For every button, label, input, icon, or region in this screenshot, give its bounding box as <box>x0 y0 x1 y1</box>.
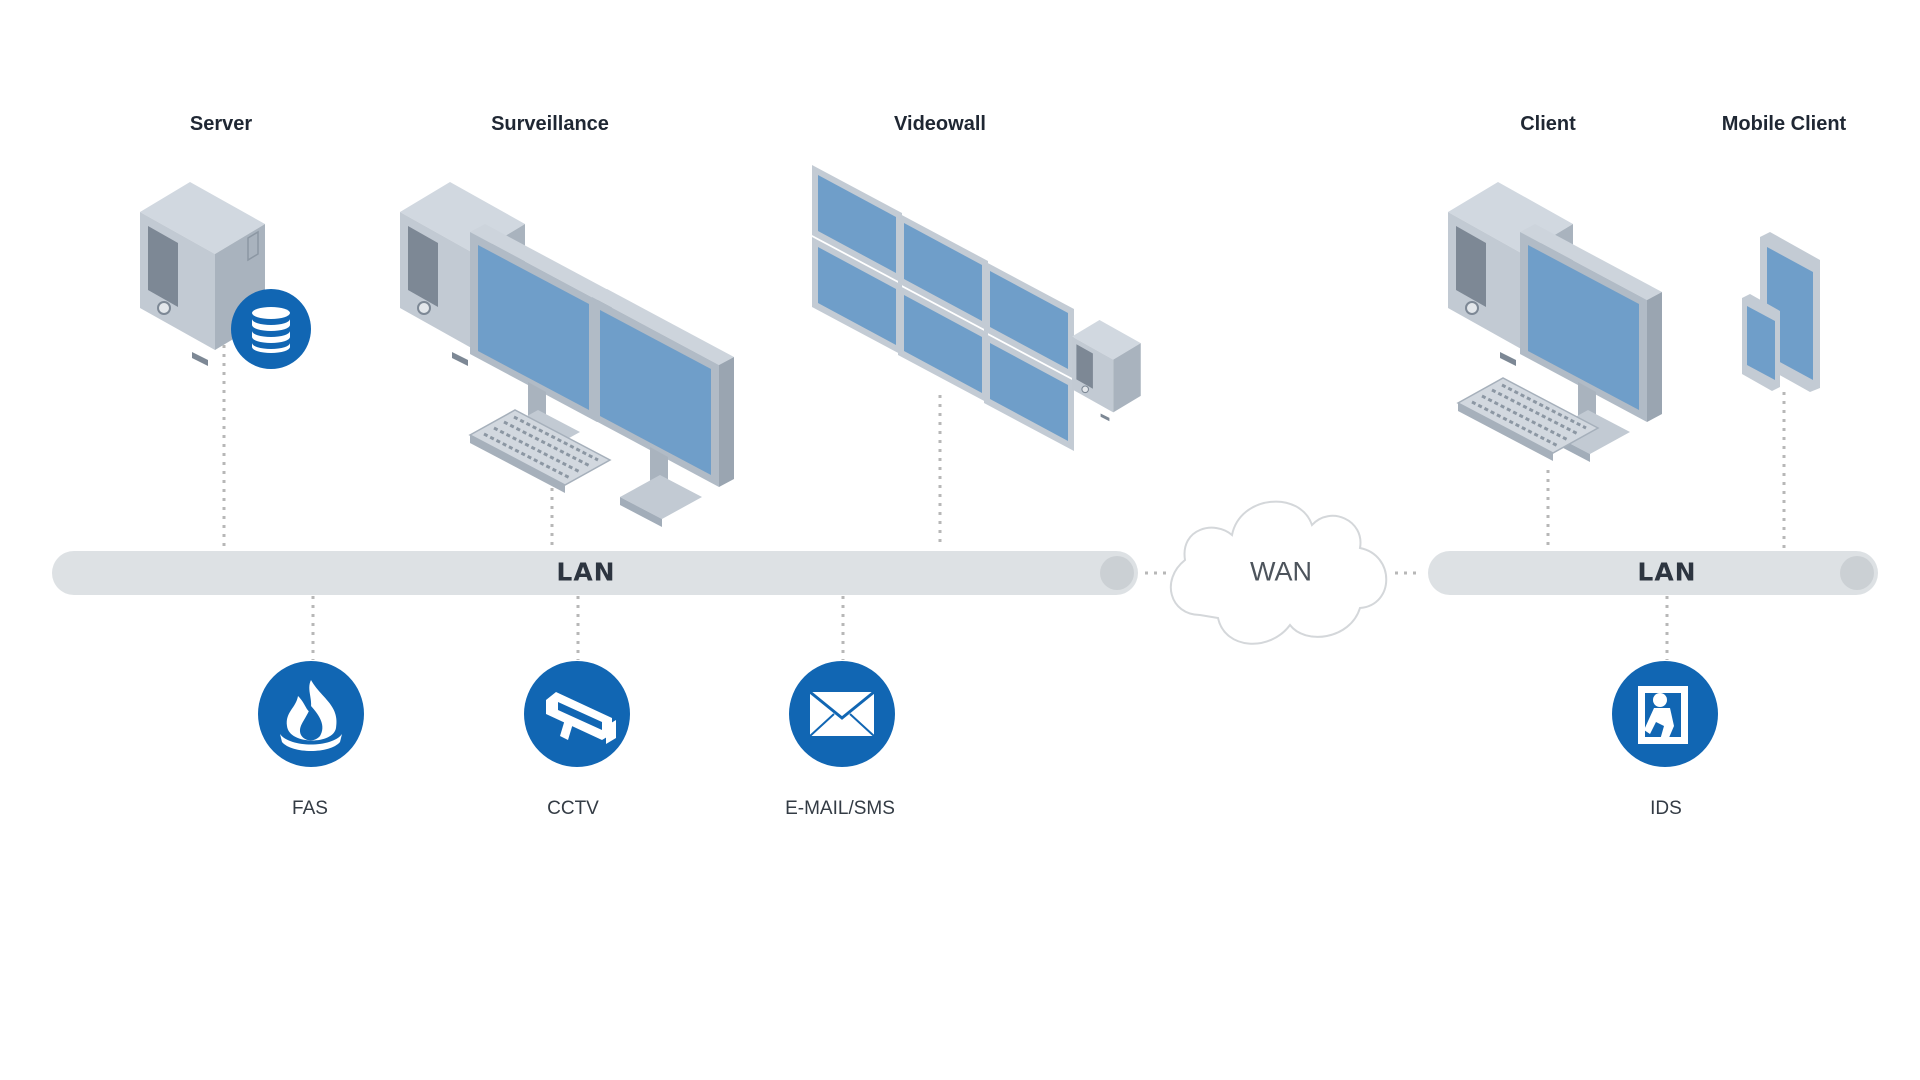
intruder-icon <box>1612 661 1718 767</box>
label-videowall: Videowall <box>894 113 986 135</box>
fire-icon <box>258 661 364 767</box>
envelope-icon <box>789 661 895 767</box>
cctv-camera-icon <box>524 661 630 767</box>
label-email-sms: E-MAIL/SMS <box>785 798 895 819</box>
lan-left-bar <box>52 551 1138 595</box>
label-wan: WAN <box>1250 556 1312 587</box>
client-device <box>1447 181 1662 463</box>
label-lan-left: LAN <box>556 557 616 587</box>
server-device <box>139 181 266 367</box>
surveillance-device <box>399 181 734 527</box>
label-ids: IDS <box>1650 798 1682 819</box>
label-surveillance: Surveillance <box>491 113 609 135</box>
database-icon <box>231 289 311 369</box>
mobile-client-device <box>1742 232 1820 392</box>
label-fas: FAS <box>292 798 328 819</box>
label-client: Client <box>1520 113 1576 135</box>
videowall-device <box>812 165 1142 451</box>
lan-right-bar <box>1428 551 1878 595</box>
cloud-icon <box>1169 500 1388 645</box>
label-cctv: CCTV <box>547 798 599 819</box>
label-lan-right: LAN <box>1637 557 1697 587</box>
label-server: Server <box>189 113 253 135</box>
label-mobile-client: Mobile Client <box>1721 113 1847 135</box>
